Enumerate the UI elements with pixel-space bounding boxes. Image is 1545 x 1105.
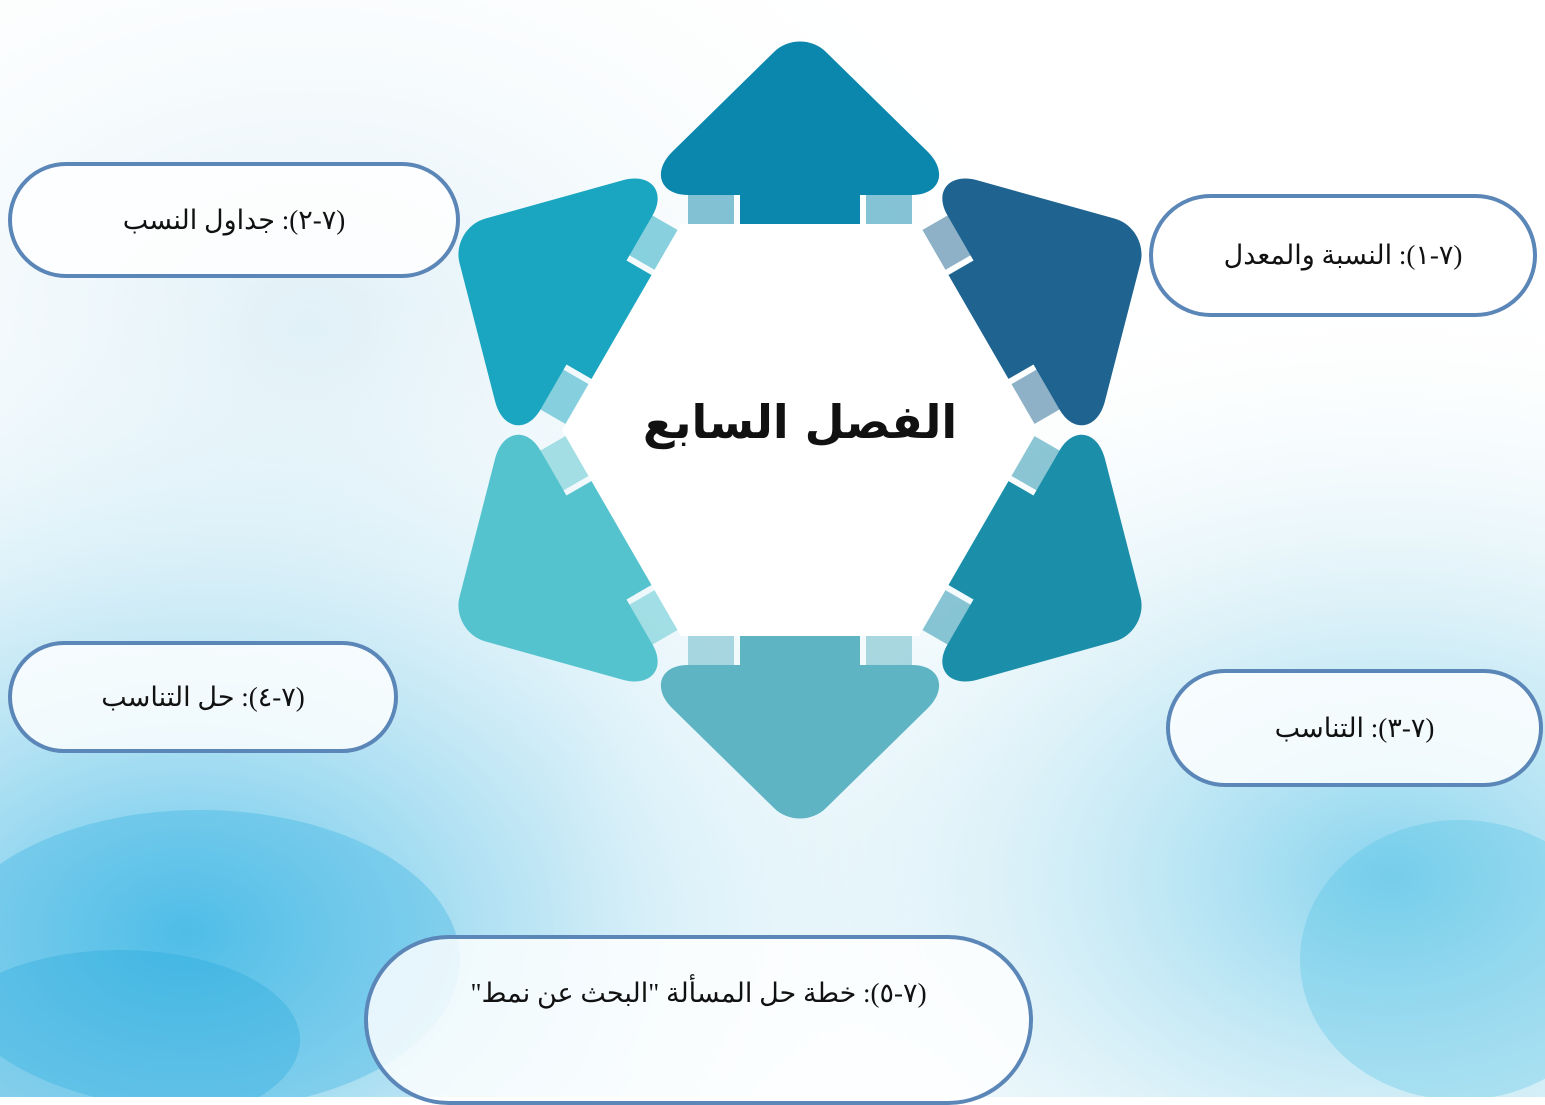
section-3-label: (٧-٣): التناسب xyxy=(1274,712,1435,743)
section-4-label: (٧-٤): حل التناسب xyxy=(101,681,305,712)
section-2-ratio-tables[interactable]: (٧-٢): جداول النسب xyxy=(8,162,460,278)
chapter-title: الفصل السابع xyxy=(642,395,958,449)
section-1-label: (٧-١): النسبة والمعدل xyxy=(1223,240,1463,271)
section-5-label: (٧-٥): خطة حل المسألة "البحث عن نمط" xyxy=(470,978,927,1008)
section-4-solving-proportions[interactable]: (٧-٤): حل التناسب xyxy=(8,641,398,753)
section-1-ratio-and-rate[interactable]: (٧-١): النسبة والمعدل xyxy=(1149,194,1537,317)
section-2-label: (٧-٢): جداول النسب xyxy=(122,204,346,235)
section-5-problem-solving-pattern[interactable]: (٧-٥): خطة حل المسألة "البحث عن نمط" xyxy=(364,935,1033,1105)
center-hexagon xyxy=(562,224,1038,636)
section-3-proportion[interactable]: (٧-٣): التناسب xyxy=(1166,669,1543,787)
